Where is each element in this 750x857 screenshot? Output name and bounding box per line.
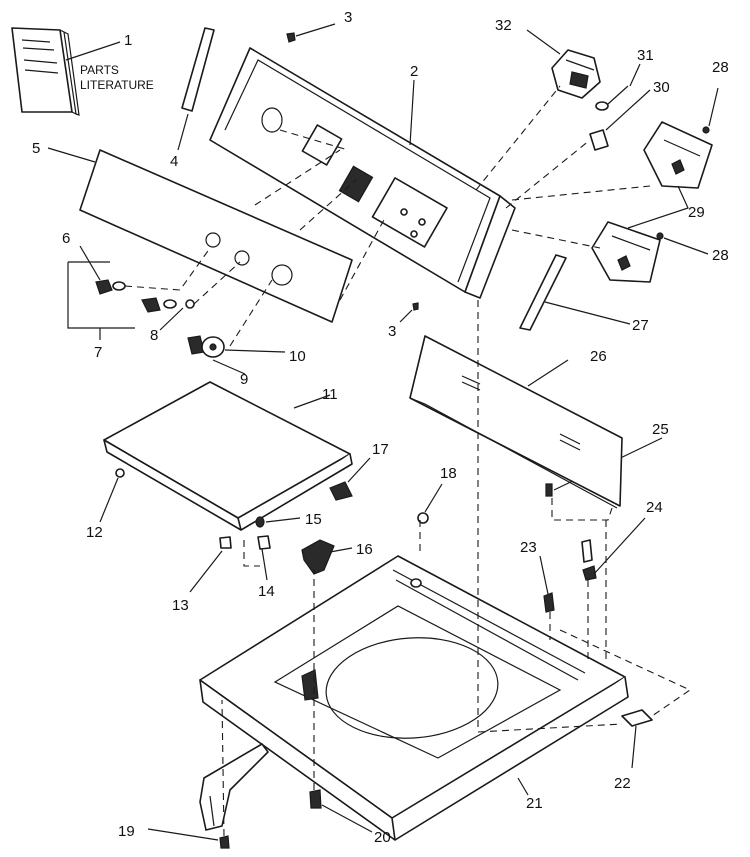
- leader-2: [409, 79, 415, 146]
- callout-3-bottom: 3: [388, 323, 396, 340]
- callout-27: 27: [632, 317, 649, 334]
- assembly-line: [229, 279, 273, 347]
- hinge-bracket: [147, 699, 269, 849]
- callout-31: 31: [637, 47, 654, 64]
- callout-23: 23: [520, 539, 537, 556]
- lid-hinge-bolt: [189, 536, 232, 593]
- callout-15: 15: [305, 511, 322, 528]
- callout-2: 2: [410, 63, 418, 80]
- switch-clip: [589, 89, 651, 151]
- lid-hinge: [329, 457, 371, 501]
- literature-label-line1: PARTS: [80, 63, 119, 77]
- rating-label: [621, 709, 653, 769]
- assembly-line: [299, 179, 357, 231]
- callout-18: 18: [440, 465, 457, 482]
- callout-24: 24: [646, 499, 663, 516]
- callout-5: 5: [32, 140, 40, 157]
- bracket-7: [67, 261, 135, 340]
- hole-plug: [417, 483, 443, 524]
- mounting-screw: [309, 570, 373, 833]
- assembly-line: [511, 229, 601, 249]
- callout-8: 8: [150, 327, 158, 344]
- leader-31: [629, 63, 641, 87]
- callout-1: 1: [124, 32, 132, 49]
- callout-28-top: 28: [712, 59, 729, 76]
- timer-switch-lower: [591, 221, 709, 283]
- callout-26: 26: [590, 348, 607, 365]
- callout-6: 6: [62, 230, 70, 247]
- callout-4: 4: [170, 153, 178, 170]
- control-console: [209, 47, 516, 299]
- assembly-line: [477, 300, 623, 733]
- callout-3-top: 3: [344, 9, 352, 26]
- assembly-line: [505, 139, 591, 209]
- end-cap-right: [519, 254, 631, 331]
- callout-9: 9: [240, 371, 248, 388]
- callout-22: 22: [614, 775, 631, 792]
- callout-25: 25: [652, 421, 669, 438]
- pressure-switch: [526, 29, 601, 99]
- end-cap-left: [177, 27, 215, 151]
- callout-32: 32: [495, 17, 512, 34]
- callout-7: 7: [94, 344, 102, 361]
- washer-top-cover: [199, 555, 629, 841]
- callout-12: 12: [86, 524, 103, 541]
- callout-16: 16: [356, 541, 373, 558]
- screw-bottom: [399, 302, 419, 323]
- knob-8: [141, 297, 195, 331]
- assembly-line: [254, 149, 341, 206]
- screw-top: [286, 23, 336, 43]
- hinge-bushing: [243, 535, 271, 581]
- assembly-line: [124, 247, 211, 291]
- callout-17: 17: [372, 441, 389, 458]
- assembly-line: [339, 217, 386, 301]
- callout-13: 13: [172, 597, 189, 614]
- callout-28-bottom: 28: [712, 247, 729, 264]
- callout-30: 30: [653, 79, 670, 96]
- hinge-pin: [581, 517, 646, 664]
- lid-switch-actuator: [301, 539, 353, 575]
- assembly-line: [511, 185, 651, 201]
- lid-bumper: [99, 468, 125, 523]
- console-panel: [47, 147, 353, 323]
- callout-20: 20: [374, 829, 391, 846]
- assembly-line: [475, 85, 561, 191]
- callout-14: 14: [258, 583, 275, 600]
- assembly-line: [559, 629, 692, 717]
- callout-29: 29: [688, 204, 705, 221]
- callout-21: 21: [526, 795, 543, 812]
- timer-switch-upper: [643, 87, 719, 189]
- spring-clip: [539, 555, 555, 640]
- hinge-screw: [255, 516, 301, 528]
- callout-19: 19: [118, 823, 135, 840]
- literature-label-line2: LITERATURE: [80, 78, 154, 92]
- leader-29: [627, 185, 689, 229]
- callout-11: 11: [322, 386, 338, 403]
- parts-literature-booklet: [11, 27, 80, 116]
- timer-knob: [187, 335, 286, 375]
- hex-nut: [595, 85, 629, 111]
- washer-lid: [103, 381, 353, 531]
- rear-bracket-panel: [409, 335, 623, 521]
- callout-10: 10: [289, 348, 306, 365]
- leader-1: [65, 41, 121, 61]
- assembly-line: [193, 261, 241, 305]
- knob-6: [79, 245, 126, 295]
